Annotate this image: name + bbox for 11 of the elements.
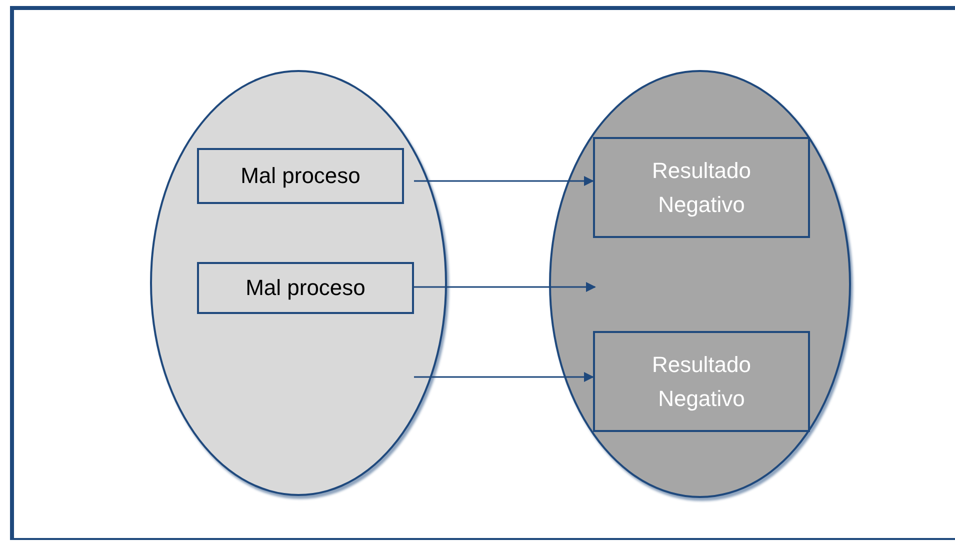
text-box bbox=[593, 331, 810, 432]
text-box bbox=[593, 137, 810, 238]
node-label: Mal proceso bbox=[246, 274, 366, 302]
text-box bbox=[197, 262, 414, 314]
text-box bbox=[197, 148, 404, 204]
arrow bbox=[414, 176, 594, 186]
node-label: Resultado Negativo bbox=[650, 156, 752, 219]
node-label: Mal proceso bbox=[240, 162, 360, 190]
node-label: Resultado Negativo bbox=[650, 350, 752, 413]
arrow bbox=[414, 282, 596, 292]
arrow bbox=[414, 372, 594, 382]
